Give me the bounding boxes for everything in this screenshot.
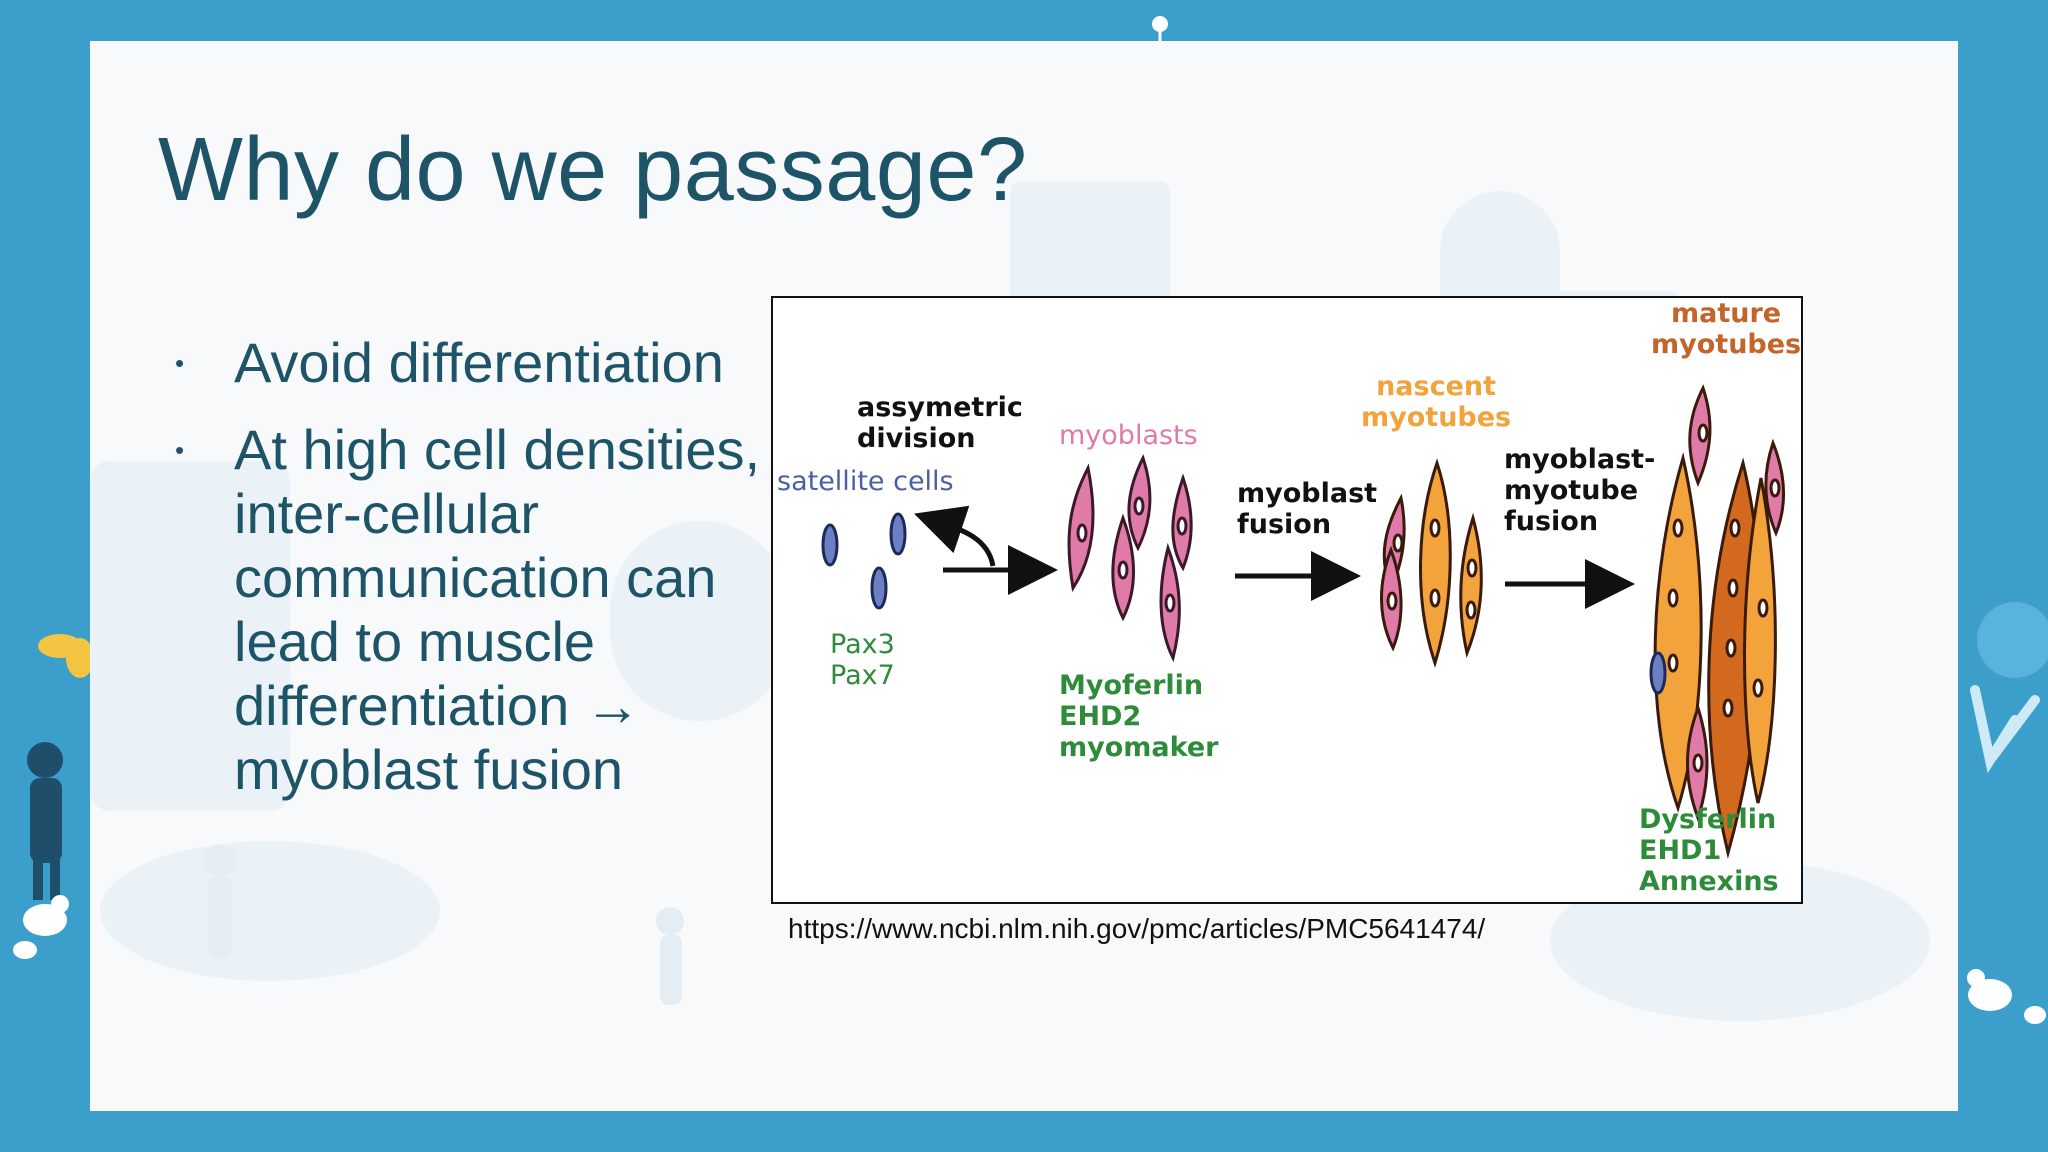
diagram-drawing bbox=[821, 384, 1786, 859]
satellite-cell bbox=[870, 566, 888, 610]
person-silhouette-icon bbox=[27, 742, 63, 900]
label-myoblast-fusion: myoblast fusion bbox=[1237, 478, 1378, 540]
slide-title: Why do we passage? bbox=[158, 120, 1028, 220]
asymmetric-division-arrow bbox=[914, 505, 996, 567]
label-nascent-myotubes: nascent myotubes bbox=[1361, 371, 1512, 433]
mature-myotube bbox=[1743, 477, 1777, 804]
label-mature-myotubes: mature myotubes bbox=[1651, 298, 1802, 360]
label-satellite-cells: satellite cells bbox=[777, 466, 954, 497]
tree-icon-right bbox=[1970, 685, 2040, 774]
bullet-list: • Avoid differentiation • At high cell d… bbox=[175, 331, 815, 825]
nascent-myotubes-group bbox=[1380, 458, 1483, 668]
myoblasts-group bbox=[1067, 454, 1193, 663]
nascent-myotube bbox=[1419, 458, 1452, 668]
bullet-item-high-density: • At high cell densities, inter-cellular… bbox=[175, 418, 815, 802]
source-url-link[interactable]: https://www.ncbi.nlm.nih.gov/pmc/article… bbox=[788, 913, 1486, 944]
mature-myotube bbox=[1653, 452, 1703, 813]
label-mature-markers: Dysferlin EHD1 Annexins bbox=[1639, 804, 1779, 897]
bird-icon-left bbox=[13, 895, 69, 959]
satellite-cell bbox=[821, 523, 839, 567]
satellite-cells-group bbox=[821, 512, 907, 610]
label-satellite-markers: Pax3 Pax7 bbox=[830, 629, 895, 691]
bullet-text: Avoid differentiation bbox=[234, 331, 724, 394]
bird-icon-right bbox=[1967, 969, 2046, 1024]
mature-myotubes-group bbox=[1649, 384, 1786, 859]
label-myoblasts: myoblasts bbox=[1059, 420, 1198, 451]
label-myoblast-myotube-fusion: myoblast- myotube fusion bbox=[1504, 444, 1656, 537]
bubble-icon bbox=[1977, 602, 2048, 678]
bullet-dot: • bbox=[175, 348, 185, 378]
bullet-text: At high cell densities, inter-cellular c… bbox=[234, 418, 761, 801]
bullet-item-avoid-differentiation: • Avoid differentiation bbox=[175, 331, 815, 395]
nascent-myotube bbox=[1459, 512, 1483, 659]
bullet-dot: • bbox=[175, 435, 185, 465]
label-assymetric-division: assymetric division bbox=[857, 392, 1023, 454]
label-myoblast-markers: Myoferlin EHD2 myomaker bbox=[1059, 670, 1219, 763]
yellow-flower-icon bbox=[38, 634, 94, 678]
satellite-cell bbox=[889, 512, 907, 556]
satellite-cell bbox=[1649, 651, 1667, 695]
muscle-differentiation-diagram: assymetric division satellite cells myob… bbox=[771, 296, 1803, 904]
